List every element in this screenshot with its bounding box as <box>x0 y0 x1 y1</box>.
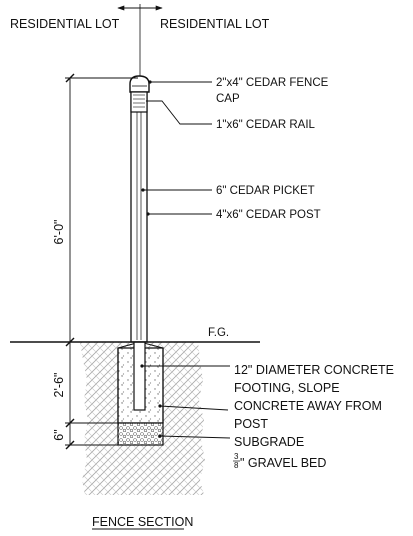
fence-cap-label-1: 2"x4" CEDAR FENCE <box>216 77 329 89</box>
picket-label: 6" CEDAR PICKET <box>216 185 315 197</box>
footing-label-1: 12" DIAMETER CONCRETE <box>234 363 394 377</box>
above-grade-dimension: 6'-0" <box>52 220 66 245</box>
post-label: 4"x6" CEDAR POST <box>216 209 321 221</box>
footing-depth-dimension: 2'-6" <box>52 373 66 398</box>
leader-lines <box>142 81 231 439</box>
footing-label-4: POST <box>234 417 268 431</box>
svg-text:" GRAVEL BED: " GRAVEL BED <box>240 456 326 470</box>
leader-dots <box>140 80 162 438</box>
property-line-arrows <box>117 4 163 78</box>
svg-text:8: 8 <box>234 461 239 470</box>
gravel-label: 3 8 " GRAVEL BED <box>233 452 326 470</box>
footing-label-2: FOOTING, SLOPE <box>234 381 340 395</box>
subgrade-label: SUBGRADE <box>234 435 304 449</box>
left-lot-label: RESIDENTIAL LOT <box>10 17 120 31</box>
drawing-title: FENCE SECTION <box>92 515 193 529</box>
footing-label-3: CONCRETE AWAY FROM <box>234 399 382 413</box>
cedar-rail <box>130 91 148 113</box>
rail-label: 1"x6" CEDAR RAIL <box>216 119 316 131</box>
dimension-ticks <box>65 73 75 450</box>
grade-label: F.G. <box>208 327 229 339</box>
fence-cap <box>129 75 150 93</box>
dimension-lines <box>65 77 138 446</box>
fence-cap-label-2: CAP <box>216 93 240 105</box>
gravel-bed <box>117 422 164 446</box>
right-lot-label: RESIDENTIAL LOT <box>160 17 270 31</box>
gravel-depth-dimension: 6" <box>52 429 66 440</box>
svg-text:3: 3 <box>234 452 239 461</box>
